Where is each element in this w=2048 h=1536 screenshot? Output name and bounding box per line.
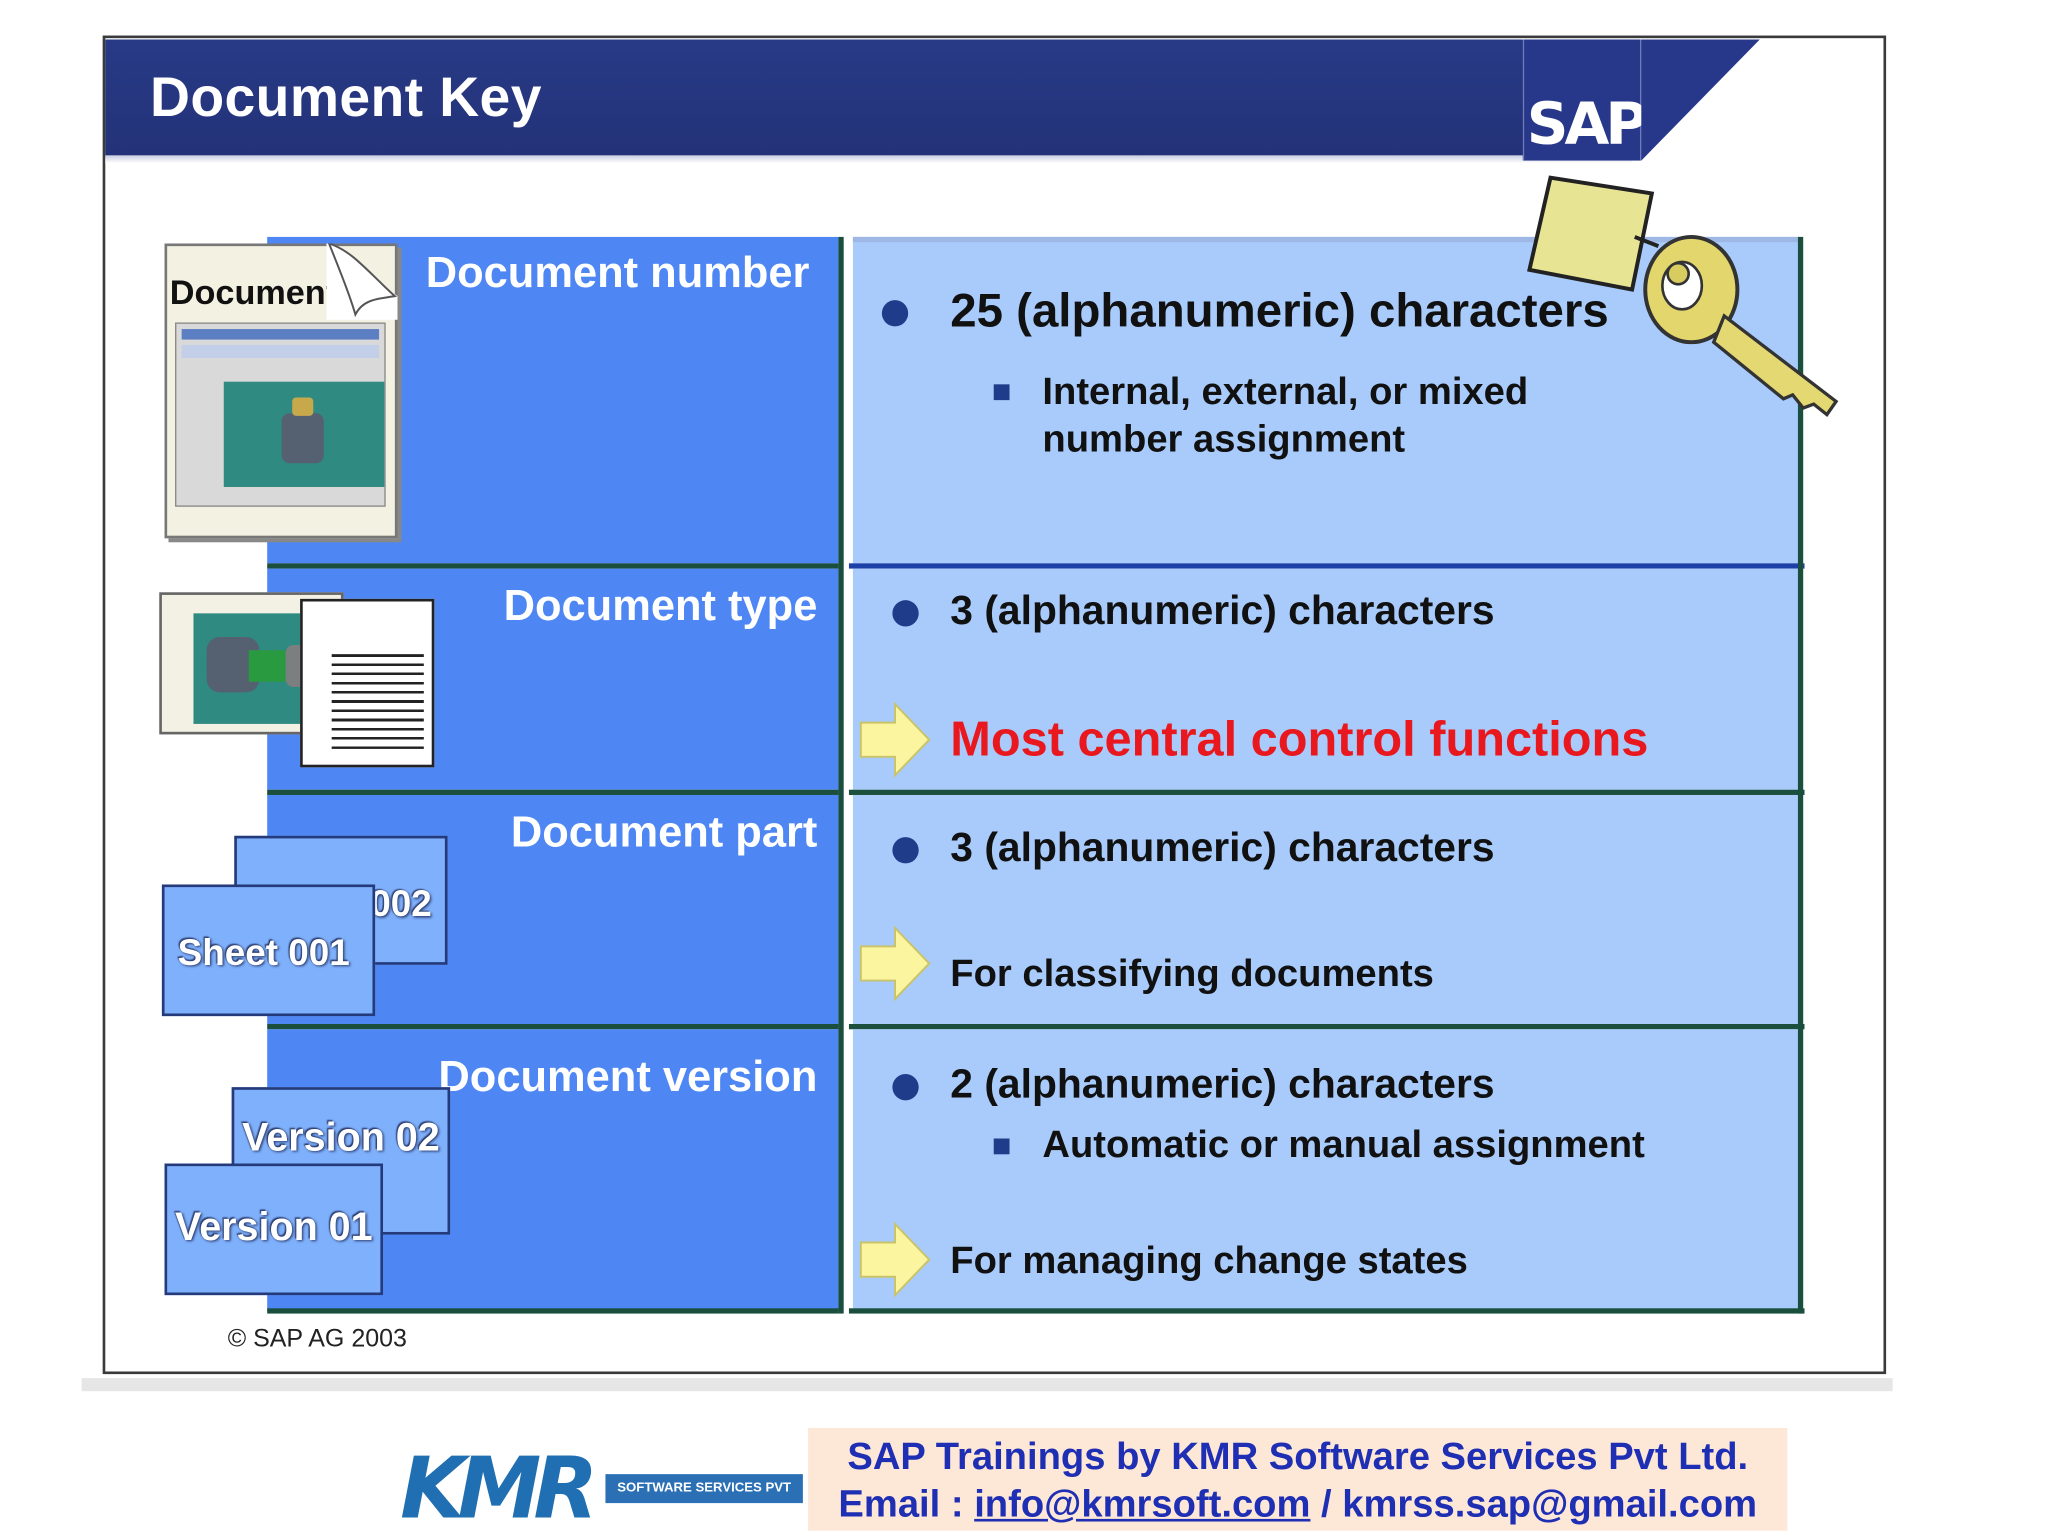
email-separator: /	[1310, 1483, 1343, 1526]
sap-logo-text: SAP	[1526, 90, 1648, 158]
sheet-front-label: Sheet 001	[177, 931, 350, 973]
row-separator	[267, 563, 839, 569]
sheet-back-label: 002	[370, 883, 432, 924]
column-divider	[838, 236, 844, 1314]
row-2-arrow-text: Most central control functions	[950, 712, 1649, 767]
model-image	[223, 381, 385, 487]
row-4-arrow-text: For managing change states	[950, 1239, 1468, 1282]
bullet-icon	[881, 300, 909, 327]
bullet-icon	[892, 600, 919, 627]
arrow-right-icon	[859, 925, 931, 1002]
row-3-right-cell	[852, 794, 1801, 1025]
key-icon	[1527, 175, 1839, 417]
version-card-front: Version 01	[164, 1163, 384, 1296]
kmr-logo-tagline: SOFTWARE SERVICES PVT LTD	[605, 1474, 803, 1524]
document-screen-image	[175, 322, 386, 507]
row-separator	[267, 1024, 839, 1030]
row-1-sub-bullet-line-1: Internal, external, or mixed	[1042, 371, 1529, 414]
row-3-bullet: 3 (alphanumeric) characters	[950, 823, 1495, 871]
row-4-sub-bullet: Automatic or manual assignment	[1042, 1124, 1645, 1167]
bullet-icon	[892, 1074, 919, 1101]
kmr-logo-text: KMR	[400, 1441, 598, 1536]
row-label-document-version: Document version	[438, 1051, 818, 1101]
footer-title: SAP Trainings by KMR Software Services P…	[847, 1435, 1749, 1479]
row-label-document-part: Document part	[510, 806, 818, 856]
row-4-right-cell	[852, 1029, 1801, 1311]
version-back-label: Version 02	[242, 1116, 440, 1160]
copyright: © SAP AG 2003	[227, 1325, 407, 1354]
document-thumbnail: Document	[164, 243, 398, 539]
slide-shadow	[81, 1378, 1893, 1392]
row-separator	[848, 563, 1805, 569]
row-2-right-cell	[852, 568, 1801, 790]
sap-logo: SAP	[1522, 39, 1648, 161]
sap-logo-wedge	[1641, 39, 1760, 161]
arrow-right-icon	[859, 1221, 931, 1298]
row-separator	[267, 1308, 839, 1314]
row-1-sub-bullet-line-2: number assignment	[1042, 418, 1406, 461]
arrow-right-icon	[859, 701, 931, 778]
row-separator	[848, 1308, 1805, 1314]
header-bar	[105, 39, 1633, 158]
row-3-arrow-text: For classifying documents	[950, 952, 1434, 996]
sub-bullet-icon	[993, 384, 1010, 401]
bullet-icon	[892, 837, 919, 864]
page-title: Document Key	[150, 65, 542, 128]
header-fade	[105, 155, 1633, 164]
footer-email-line: Email : info@kmrsoft.com / kmrss.sap@gma…	[808, 1483, 1787, 1526]
row-1-bullet: 25 (alphanumeric) characters	[950, 282, 1609, 337]
right-border	[1797, 236, 1804, 1314]
footer-contact-box: SAP Trainings by KMR Software Services P…	[808, 1428, 1788, 1531]
document-thumbnail-label: Document	[169, 272, 338, 312]
row-separator	[267, 789, 839, 795]
version-front-label: Version 01	[175, 1205, 373, 1250]
row-4-bullet: 2 (alphanumeric) characters	[950, 1060, 1495, 1107]
row-separator	[848, 789, 1805, 795]
row-2-bullet: 3 (alphanumeric) characters	[950, 587, 1495, 634]
row-label-document-number: Document number	[425, 247, 810, 297]
sheet-card-front: Sheet 001	[161, 884, 376, 1017]
page-curl-icon	[326, 243, 398, 320]
row-separator	[848, 1024, 1805, 1030]
text-page-image	[300, 598, 435, 768]
sub-bullet-icon	[993, 1138, 1010, 1155]
row-1-right-cell	[852, 236, 1801, 564]
email-gmail: kmrss.sap@gmail.com	[1342, 1483, 1758, 1526]
kmr-logo: KMR SOFTWARE SERVICES PVT LTD	[395, 1441, 816, 1536]
email-label: Email :	[838, 1483, 975, 1526]
row-label-document-type: Document type	[503, 580, 818, 630]
email-link-info[interactable]: info@kmrsoft.com	[974, 1483, 1311, 1526]
